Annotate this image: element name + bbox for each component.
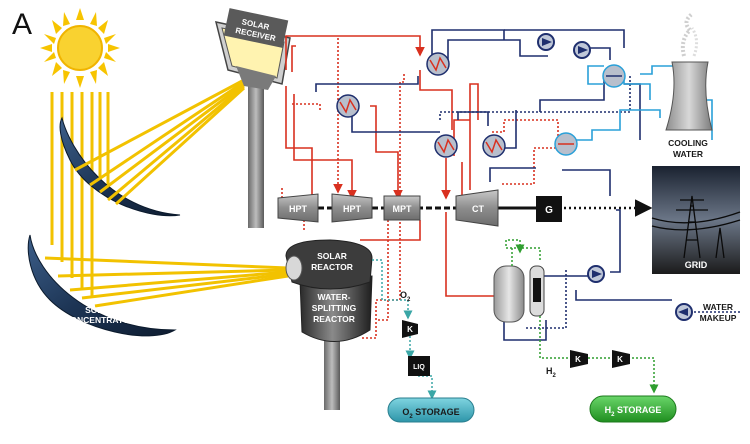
solar-concentrator-label-2: CONCENTRATOR: [64, 315, 135, 325]
ws-reactor-label-2: SPLITTING: [312, 303, 357, 313]
water-makeup-label-2: MAKEUP: [700, 313, 737, 323]
solar-reactor-label-2: REACTOR: [311, 262, 353, 272]
liq-label: LIQ: [413, 364, 425, 371]
heat-exchanger-icon: [426, 52, 450, 76]
generator: [536, 196, 562, 222]
upper-concentrator-mirror: [59, 116, 181, 217]
k2-label: K: [575, 355, 581, 364]
mpt: [383, 195, 421, 221]
reflected-rays-lower: [44, 256, 289, 308]
cooling-tower: [665, 12, 713, 131]
heat-exchanger-icon: [602, 64, 626, 88]
ct: [455, 189, 499, 227]
water-splitting-reactor: [285, 239, 373, 410]
k1-label: K: [407, 325, 413, 334]
lower-concentrator-mirror: [27, 234, 177, 337]
h2-storage-tank: [589, 395, 677, 423]
h2-line: [505, 239, 659, 394]
compressor-k1: [402, 320, 418, 338]
solar-concentrator-label-1: SOLAR: [85, 305, 115, 315]
o2-storage-tank: [387, 397, 475, 423]
heat-exchanger-icon: [434, 134, 458, 158]
grid-label: GRID: [685, 260, 708, 270]
generator-label: G: [545, 205, 553, 216]
k3-label: K: [617, 355, 623, 364]
water-lines: [315, 29, 672, 341]
separator-column: [529, 265, 545, 317]
reflected-rays-upper: [74, 78, 246, 206]
ws-reactor-label-1: WATER-: [318, 292, 351, 302]
mpt-label: MPT: [393, 204, 413, 214]
hpt-2: [331, 193, 373, 223]
hpt-2-label: HPT: [343, 204, 362, 214]
heat-exchanger-icon: [482, 134, 506, 158]
sun-icon: [40, 8, 120, 88]
solar-reactor-label-1: SOLAR: [317, 251, 347, 261]
panel-letter: A: [12, 8, 32, 41]
cooling-label-1: COOLING: [668, 138, 708, 148]
o2-label: O2: [400, 290, 411, 303]
h2-label: H2: [546, 366, 557, 379]
heat-exchanger-icon: [336, 94, 360, 118]
separator-tank: [493, 265, 525, 323]
ct-label: CT: [472, 204, 484, 214]
steam-lines: [281, 35, 559, 339]
pump-icon: [675, 303, 693, 321]
h2-storage-label: H2 STORAGE: [605, 405, 662, 418]
grid-image: [651, 166, 741, 274]
pump-icon: [537, 33, 555, 51]
compressor-k3: [612, 350, 630, 368]
solar-receiver: [214, 8, 291, 228]
cooling-label-2: WATER: [673, 149, 703, 159]
water-makeup-label-1: WATER: [703, 302, 733, 312]
o2-storage-label: O2 STORAGE: [402, 407, 459, 420]
pump-icon: [587, 265, 605, 283]
heat-exchanger-icon: [554, 132, 578, 156]
hpt-1: [277, 193, 319, 223]
compressor-k2: [570, 350, 588, 368]
hpt-1-label: HPT: [289, 204, 308, 214]
pump-icon: [573, 41, 591, 59]
ws-reactor-label-3: REACTOR: [313, 314, 355, 324]
liquefier: [408, 356, 430, 376]
